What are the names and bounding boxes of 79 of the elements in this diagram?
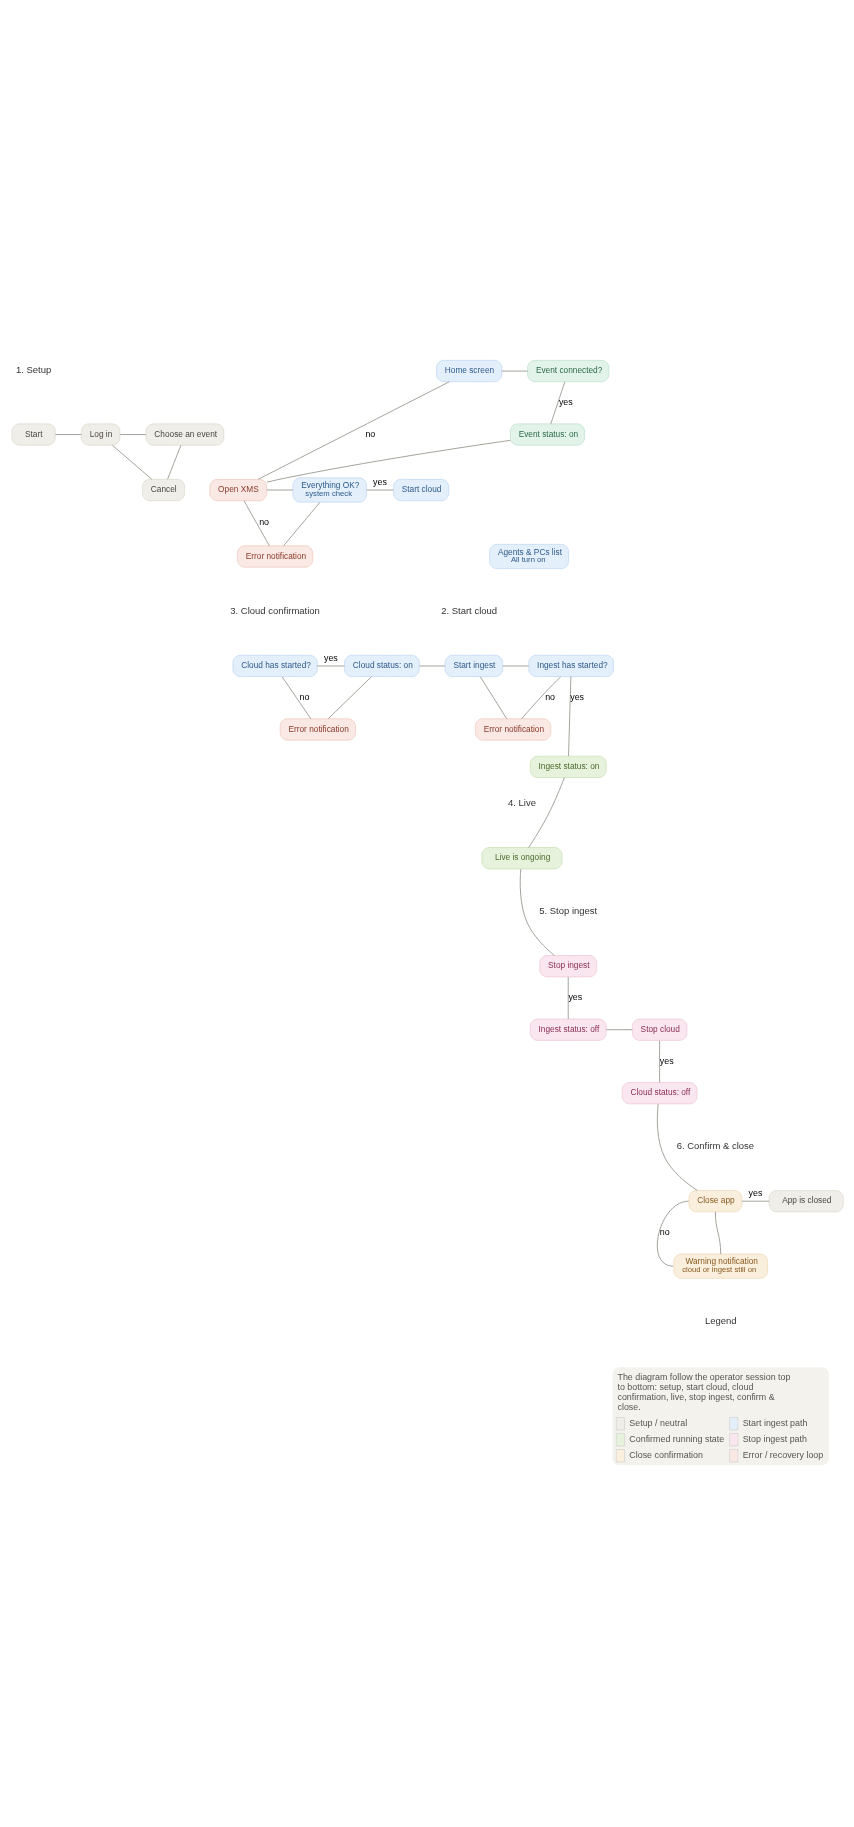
connector <box>366 489 394 490</box>
label: 5. Stop ingest <box>539 904 598 916</box>
node-box: App is closed <box>768 1189 844 1212</box>
node-box: Log in <box>81 423 121 446</box>
legend-label: Error / recovery loop <box>742 1449 824 1460</box>
edge-label: yes <box>659 1055 674 1066</box>
connector <box>243 499 270 546</box>
node-box: Start cloud <box>393 478 449 501</box>
connector <box>281 675 312 719</box>
node-box: Stop cloud <box>632 1018 688 1041</box>
legend-label: Start ingest path <box>742 1417 808 1428</box>
edge-label: no <box>545 691 556 702</box>
connector <box>567 976 569 1019</box>
connector <box>283 501 321 546</box>
edge-label: yes <box>373 476 387 487</box>
connector <box>119 433 147 435</box>
edge-label: yes <box>570 691 585 702</box>
node-box: Ingest has started? <box>528 654 614 677</box>
connector <box>502 665 530 666</box>
node-box: Stop ingest <box>539 954 597 977</box>
node-box: Live is ongoing <box>481 846 563 869</box>
connector <box>479 675 508 719</box>
edge-label: no <box>299 691 310 702</box>
connector <box>501 370 528 371</box>
node-box: Cloud status: on <box>344 654 420 677</box>
node-box: Ingest status: off <box>529 1018 607 1041</box>
label: 3. Cloud confirmation <box>230 604 320 616</box>
connector <box>257 380 450 480</box>
node-box: Close app <box>688 1189 743 1212</box>
connector <box>656 1103 698 1191</box>
node-box: Event status: on <box>510 423 585 446</box>
label: The diagram follow the operator session top to bottom: setup, start cloud, cloud confirmation, live, stop ingest, confirm & close. <box>617 1371 791 1412</box>
node-box: Choose an event <box>145 423 225 446</box>
connector <box>528 776 565 848</box>
edge-label: yes <box>558 396 573 407</box>
node-box: Open XMS <box>209 478 268 501</box>
node-box: Error notification <box>237 545 314 567</box>
edge-label: yes <box>568 991 583 1002</box>
connector <box>550 381 566 424</box>
node-box: Start <box>11 423 56 446</box>
connector <box>112 444 153 480</box>
legend-label: Stop ingest path <box>742 1433 807 1444</box>
label: 6. Confirm & close <box>676 1139 755 1151</box>
legend-label: Close confirmation <box>629 1449 703 1460</box>
connector <box>54 433 82 435</box>
edge-label: no <box>259 516 270 527</box>
connector <box>266 489 294 490</box>
connector <box>519 868 555 956</box>
connector <box>659 1039 661 1083</box>
node-box: Cloud has started? <box>232 654 318 677</box>
edge-label: no <box>365 428 376 439</box>
node-box: Error notification <box>475 718 551 740</box>
node-box: Error notification <box>279 718 356 740</box>
label: 2. Start cloud <box>441 604 498 616</box>
node-box: Event connected? <box>527 359 610 382</box>
node-box: Cancel <box>142 478 185 501</box>
label: 1. Setup <box>15 363 52 375</box>
node-box: Start ingest <box>444 654 503 677</box>
connector <box>167 444 182 480</box>
edge-label: yes <box>748 1187 763 1198</box>
connector <box>605 1028 633 1030</box>
edge-label: yes <box>323 652 338 663</box>
connector <box>266 439 511 483</box>
node-box: Cloud status: off <box>621 1081 698 1104</box>
connector <box>316 665 345 666</box>
connector <box>714 1210 722 1254</box>
node-box: Home screen <box>436 359 503 382</box>
edge-label: no <box>659 1226 670 1237</box>
legend-label: Confirmed running state <box>629 1433 725 1444</box>
connector <box>656 1200 690 1267</box>
connector <box>419 665 446 666</box>
connector <box>521 675 562 719</box>
node-box: Ingest status: on <box>529 755 607 778</box>
connector <box>568 675 572 757</box>
label: Legend <box>704 1314 737 1326</box>
label: 4. Live <box>507 796 536 808</box>
connector <box>741 1200 770 1202</box>
connector <box>327 675 372 719</box>
legend-label: Setup / neutral <box>629 1417 688 1428</box>
